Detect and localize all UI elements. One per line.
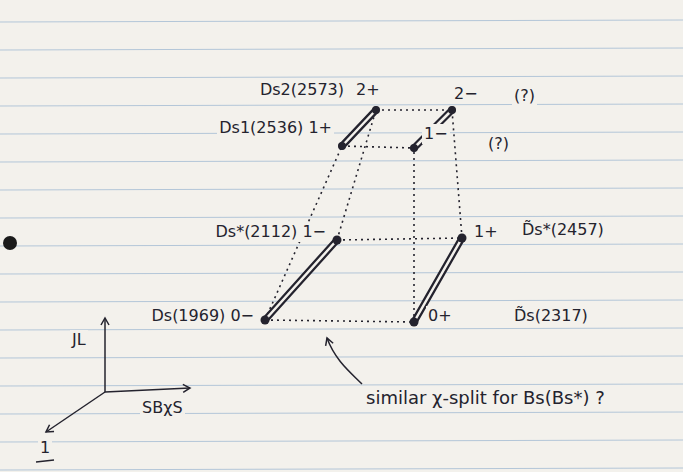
ruled-line	[0, 20, 683, 22]
state-dot	[261, 316, 270, 325]
state-dot	[333, 236, 342, 245]
state-dot	[338, 142, 346, 150]
meson-label: Ds1(2536) 1+	[217, 118, 334, 138]
spin-parity: 2+	[354, 80, 382, 100]
binder-hole	[3, 236, 17, 250]
state-dot	[410, 318, 419, 327]
ruled-line	[0, 188, 683, 190]
pointer-arrow	[327, 338, 362, 384]
double-line	[265, 240, 337, 320]
ruled-line	[0, 48, 683, 50]
double-line	[342, 110, 376, 146]
question-mark: (?)	[512, 86, 537, 106]
ruled-line	[0, 300, 683, 302]
ruled-line	[0, 356, 683, 358]
spin-parity: 1−	[422, 124, 450, 144]
dotted-link	[342, 146, 414, 148]
state-dot	[372, 106, 380, 114]
spin-parity: 2−	[452, 84, 480, 104]
state-dot	[458, 234, 467, 243]
note-text: similar χ-split for Bs(Bs*) ?	[364, 388, 607, 408]
ruled-line	[0, 412, 683, 414]
dotted-link	[337, 238, 462, 240]
ruled-line	[0, 160, 683, 162]
dotted-link	[413, 148, 415, 322]
ruled-line	[0, 272, 683, 274]
ruled-line	[0, 384, 683, 386]
ruled-line	[0, 216, 683, 218]
ruled-line	[0, 244, 683, 246]
meson-label: Ds(1969) 0−	[149, 306, 256, 326]
double-line	[265, 240, 337, 320]
spin-parity: 0+	[426, 306, 454, 326]
axis-arrow	[104, 318, 106, 392]
spin-parity: 1+	[472, 222, 500, 242]
question-mark: (?)	[486, 134, 511, 154]
state-dot	[410, 144, 418, 152]
axis-label: SBχS	[140, 398, 185, 418]
dotted-link	[265, 320, 414, 322]
axis-label: JL	[70, 330, 88, 350]
fraction-bar	[36, 460, 54, 462]
double-line	[414, 110, 452, 148]
double-line	[342, 110, 376, 146]
ruled-line	[0, 76, 683, 78]
ruled-line	[0, 440, 683, 442]
state-dot	[448, 106, 456, 114]
meson-label: D̃s*(2457)	[520, 220, 606, 240]
axis-arrow	[46, 392, 105, 432]
ruled-line	[0, 104, 683, 106]
meson-label: Ds*(2112) 1−	[213, 222, 328, 242]
ruled-line	[0, 132, 683, 134]
dotted-link	[337, 110, 376, 240]
meson-label: Ds2(2573)	[258, 80, 346, 100]
dotted-link	[376, 109, 452, 111]
meson-label: D̃s(2317)	[512, 306, 590, 326]
ruled-line	[0, 328, 683, 330]
ruled-line	[0, 468, 683, 470]
double-line	[414, 110, 452, 148]
axis-label: 1	[38, 438, 52, 458]
axis-arrow	[105, 388, 190, 392]
dotted-link	[452, 110, 462, 238]
